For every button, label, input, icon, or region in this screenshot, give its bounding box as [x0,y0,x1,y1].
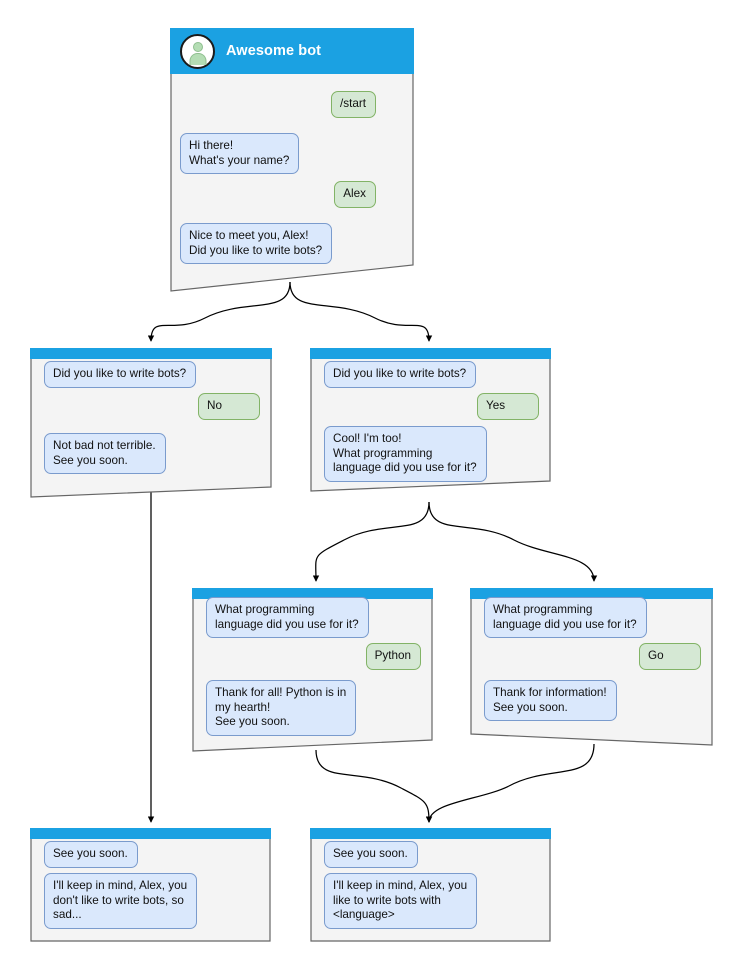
message-bubble-bot: See you soon. [44,841,138,868]
edge-python-to-end-happy [315,749,433,823]
message-bubble-bot: I'll keep in mind, Alex, you don't like … [44,873,198,929]
message-bubble-user: Yes [477,393,539,420]
edge-yes-to-go [428,501,598,582]
card-answer-yes[interactable]: Did you like to write bots? Yes Cool! I'… [310,348,551,492]
card-answer-no[interactable]: Did you like to write bots? No Not bad n… [30,348,272,498]
message-bubble-bot: See you soon. [324,841,418,868]
card-end-happy[interactable]: See you soon. I'll keep in mind, Alex, y… [310,828,551,942]
message-bubble-user: Alex [334,181,376,208]
bot-title: Awesome bot [226,43,322,59]
message-bubble-bot: Not bad not terrible. See you soon. [44,433,166,475]
edge-go-to-end-happy [425,743,595,823]
card-end-happy-header [310,828,551,839]
message-bubble-bot: I'll keep in mind, Alex, you like to wri… [324,873,478,929]
card-answer-python-header [192,588,433,599]
message-bubble-user: Python [365,643,421,670]
card-answer-go-header [470,588,713,599]
edge-start-to-yes [289,281,433,342]
message-bubble-bot: Hi there! What's your name? [180,133,300,175]
person-avatar-icon [180,33,215,69]
edge-yes-to-python [312,501,430,582]
card-end-sad-header [30,828,271,839]
card-answer-python[interactable]: What programming language did you use fo… [192,588,433,752]
message-bubble-user: /start [331,91,376,118]
card-start-header: Awesome bot [170,28,414,74]
message-bubble-bot: Did you like to write bots? [324,361,477,388]
message-bubble-bot: Nice to meet you, Alex! Did you like to … [180,223,333,265]
message-bubble-bot: Thank for all! Python is in my hearth! S… [206,680,357,736]
edge-start-to-no [147,281,291,342]
message-bubble-bot: What programming language did you use fo… [206,597,369,639]
message-bubble-bot: Thank for information! See you soon. [484,680,617,722]
message-bubble-bot: What programming language did you use fo… [484,597,647,639]
card-answer-no-header [30,348,272,359]
card-answer-go[interactable]: What programming language did you use fo… [470,588,713,746]
message-bubble-user: Go [639,643,701,670]
card-start[interactable]: Awesome bot /start Hi there! What's your… [170,28,414,292]
card-answer-yes-header [310,348,551,359]
message-bubble-bot: Did you like to write bots? [44,361,197,388]
card-end-sad[interactable]: See you soon. I'll keep in mind, Alex, y… [30,828,271,942]
message-bubble-user: No [198,393,260,420]
message-bubble-bot: Cool! I'm too! What programming language… [324,426,487,482]
